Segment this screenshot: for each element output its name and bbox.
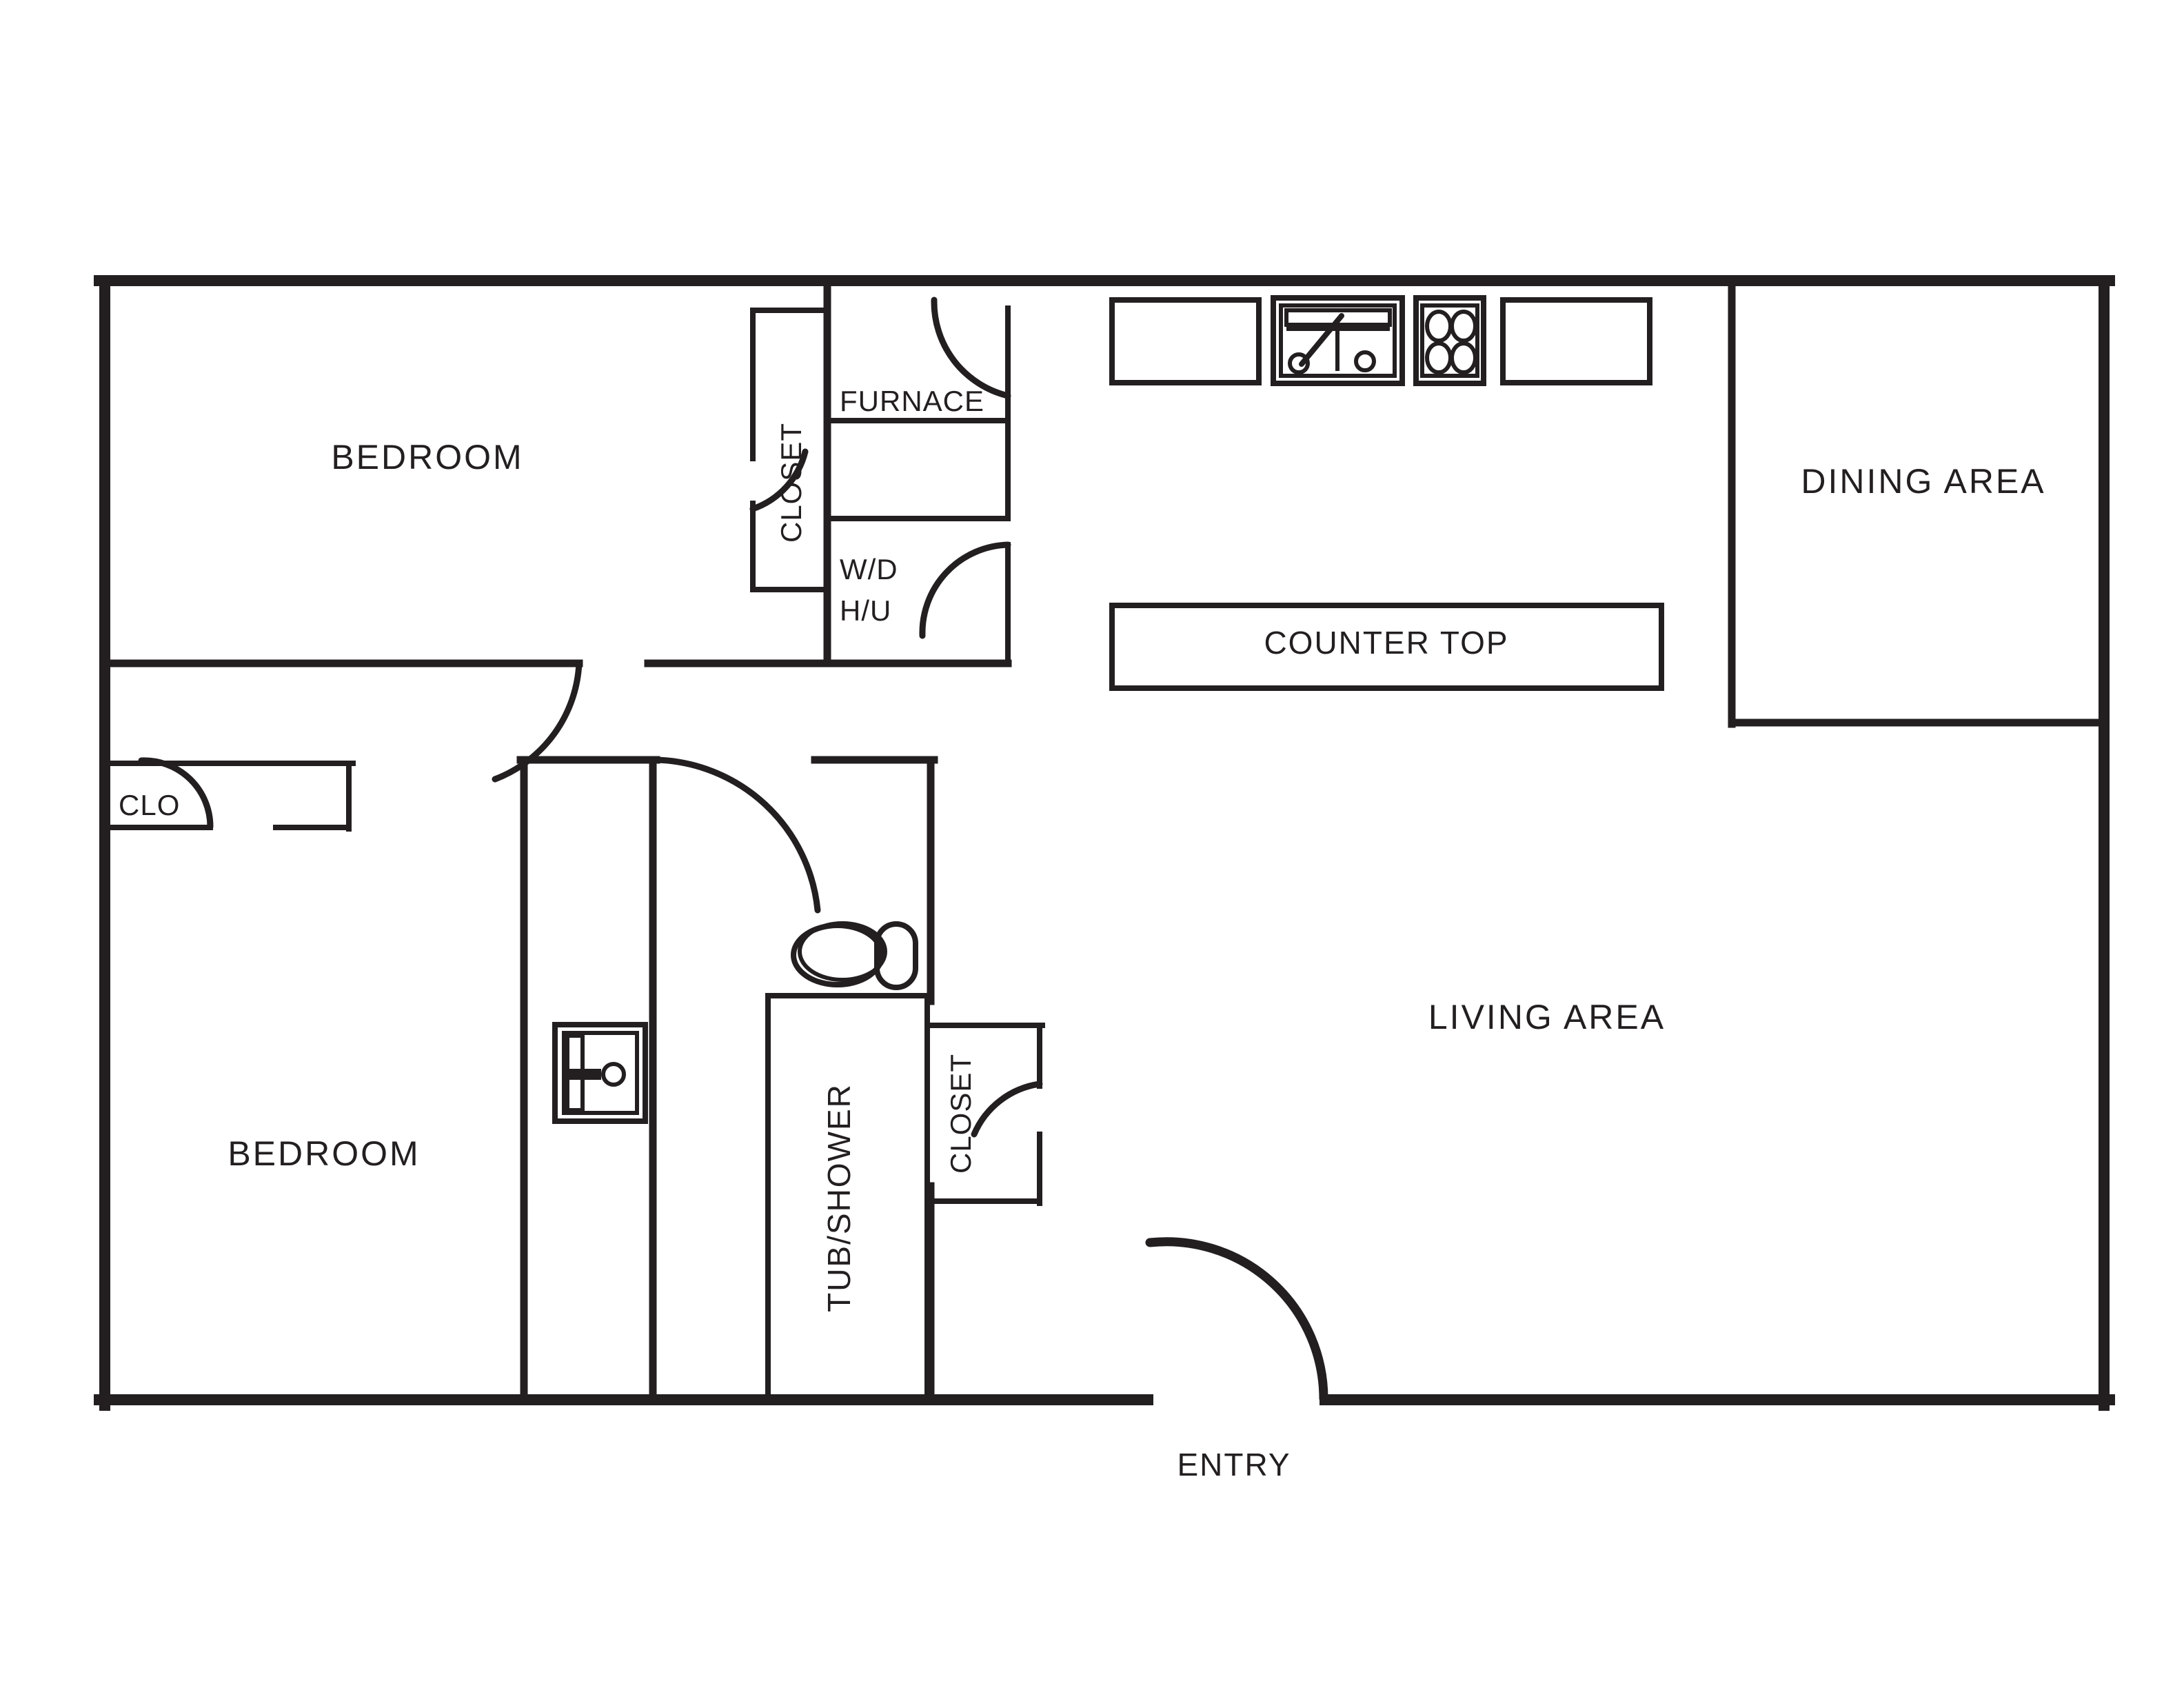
- door-bathroom: [653, 756, 821, 914]
- dining-area-walls: [1728, 279, 2108, 728]
- closet-top: [749, 308, 827, 592]
- door-bedroom-bottom: [492, 660, 583, 783]
- furnace-room: [825, 297, 1011, 423]
- closet-small-label: CLO: [119, 789, 180, 821]
- door-furnace: [931, 297, 1011, 399]
- kitchen-cabinet-left: [1109, 297, 1262, 385]
- top-bedroom-partitions: [101, 279, 1012, 667]
- tub-shower-label: TUB/SHOWER: [821, 1083, 857, 1312]
- door-closet-bath: [971, 1081, 1043, 1138]
- door-clo-small: [138, 757, 214, 830]
- bath-toilet: [791, 921, 918, 990]
- kitchen-cabinet-right: [1500, 297, 1652, 385]
- counter-top: [1109, 603, 1664, 691]
- kitchen-stove: [1413, 295, 1486, 386]
- furnace-label: FURNACE: [840, 385, 984, 417]
- counter-top-label: COUNTER TOP: [1264, 625, 1508, 661]
- wd-hu-label-line2: H/U: [840, 594, 891, 627]
- wd-hu-label-line1: W/D: [840, 553, 898, 585]
- closet-small: [102, 757, 356, 832]
- bedroom-top-label: BEDROOM: [331, 438, 523, 476]
- door-wd-hu: [919, 541, 1011, 639]
- entry-door: [1145, 1237, 1328, 1403]
- closet-bath-label: CLOSET: [944, 1054, 977, 1174]
- bath-tub: [765, 993, 930, 1403]
- kitchen-sink: [1271, 295, 1405, 386]
- bathroom-partitions: [516, 756, 938, 1404]
- closet-top-label: CLOSET: [775, 423, 807, 543]
- dining-area-label: DINING AREA: [1801, 462, 2045, 501]
- bath-vanity: [552, 1022, 648, 1124]
- living-area-label: LIVING AREA: [1428, 998, 1666, 1036]
- closet-bath: [928, 1023, 1045, 1206]
- entry-label: ENTRY: [1177, 1447, 1291, 1483]
- exterior-walls: [94, 275, 2115, 1411]
- bedroom-bottom-label: BEDROOM: [228, 1134, 420, 1173]
- door-entry: [1145, 1237, 1328, 1403]
- door-closet-top: [749, 448, 809, 512]
- washer-dryer-room: [825, 418, 1011, 666]
